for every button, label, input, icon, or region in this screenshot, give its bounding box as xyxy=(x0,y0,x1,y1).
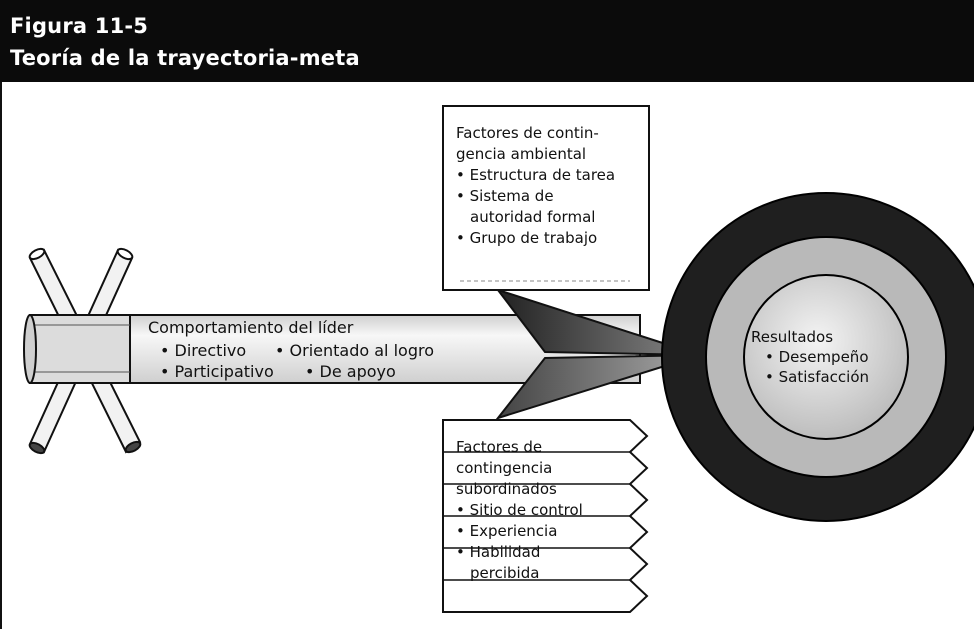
environmental-heading-line-2: gencia ambiental xyxy=(456,145,587,163)
results-item-performance: • Desempeño xyxy=(765,348,869,366)
subordinate-item-ability-line-1: Habilidad xyxy=(456,542,583,563)
leader-item-participative-label: Participativo xyxy=(174,362,274,381)
leader-item-participative: • Participativo xyxy=(160,362,274,381)
stick-right-end-top xyxy=(116,247,134,261)
results-heading: Resultados xyxy=(751,328,834,346)
environmental-item-authority-system-line-1: Sistema de xyxy=(456,186,615,207)
results-item-performance-label: Desempeño xyxy=(778,348,869,366)
leader-item-directive: • Directivo xyxy=(160,341,247,360)
leader-item-directive-label: Directivo xyxy=(174,341,247,360)
figure-label: Figura 11-5 xyxy=(10,14,149,38)
environmental-item-task-structure: Estructura de tarea xyxy=(456,165,615,186)
results-item-satisfaction: • Satisfacción xyxy=(765,368,870,386)
environmental-item-work-group: Grupo de trabajo xyxy=(456,228,615,249)
results-target xyxy=(661,192,974,522)
environmental-item-authority-system-line-2: autoridad formal xyxy=(470,208,596,226)
figure-title: Teoría de la trayectoria-meta xyxy=(10,46,360,70)
results-text: Resultados • Desempeño • Satisfacción xyxy=(751,327,869,387)
shaft-end-cap xyxy=(23,314,37,384)
subordinate-item-locus-of-control: Sitio de control xyxy=(456,500,583,521)
figure-header: Figura 11-5 Teoría de la trayectoria-met… xyxy=(0,0,974,82)
subordinate-factors-text: Factores de contingencia subordinados Si… xyxy=(456,437,583,584)
subordinate-heading-line-3: subordinados xyxy=(456,480,557,498)
leader-heading: Comportamiento del líder xyxy=(148,318,354,337)
leader-behavior-text: Comportamiento del líder xyxy=(148,317,353,339)
subordinate-item-experience: Experiencia xyxy=(456,521,583,542)
results-item-satisfaction-label: Satisfacción xyxy=(778,368,870,386)
subordinate-heading-line-1: Factores de xyxy=(456,438,543,456)
stick-left-end-top xyxy=(28,247,46,261)
leader-item-supportive-label: De apoyo xyxy=(319,362,396,381)
subordinate-heading-line-2: contingencia xyxy=(456,459,553,477)
arrowhead xyxy=(495,288,701,420)
environmental-factors-text: Factores de contin- gencia ambiental Est… xyxy=(456,123,615,249)
leader-item-achievement-label: Orientado al logro xyxy=(289,341,434,360)
subordinate-item-ability-line-2: percibida xyxy=(470,564,540,582)
leader-item-achievement: • Orientado al logro xyxy=(275,341,434,360)
core xyxy=(743,274,909,440)
environmental-heading-line-1: Factores de contin- xyxy=(456,124,599,142)
arrowhead-lower xyxy=(495,354,701,420)
leader-item-supportive: • De apoyo xyxy=(305,362,396,381)
stick-left-end-bottom xyxy=(124,440,142,454)
stick-right-end-bottom xyxy=(28,441,46,455)
arrowhead-upper xyxy=(495,288,701,356)
